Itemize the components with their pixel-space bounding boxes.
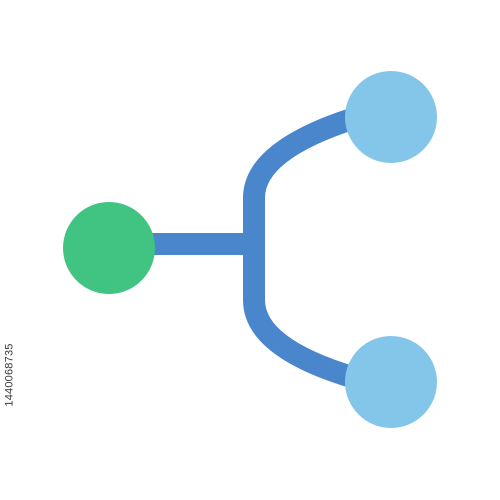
stock-id-label: 1440068735 <box>2 250 18 500</box>
target-node-top <box>345 71 437 163</box>
stock-id-text: 1440068735 <box>4 343 16 407</box>
connector-lines <box>150 107 359 389</box>
upper-branch-line <box>243 107 359 250</box>
source-node <box>63 202 155 294</box>
target-node-bottom <box>345 336 437 428</box>
lower-branch-line <box>243 240 359 389</box>
